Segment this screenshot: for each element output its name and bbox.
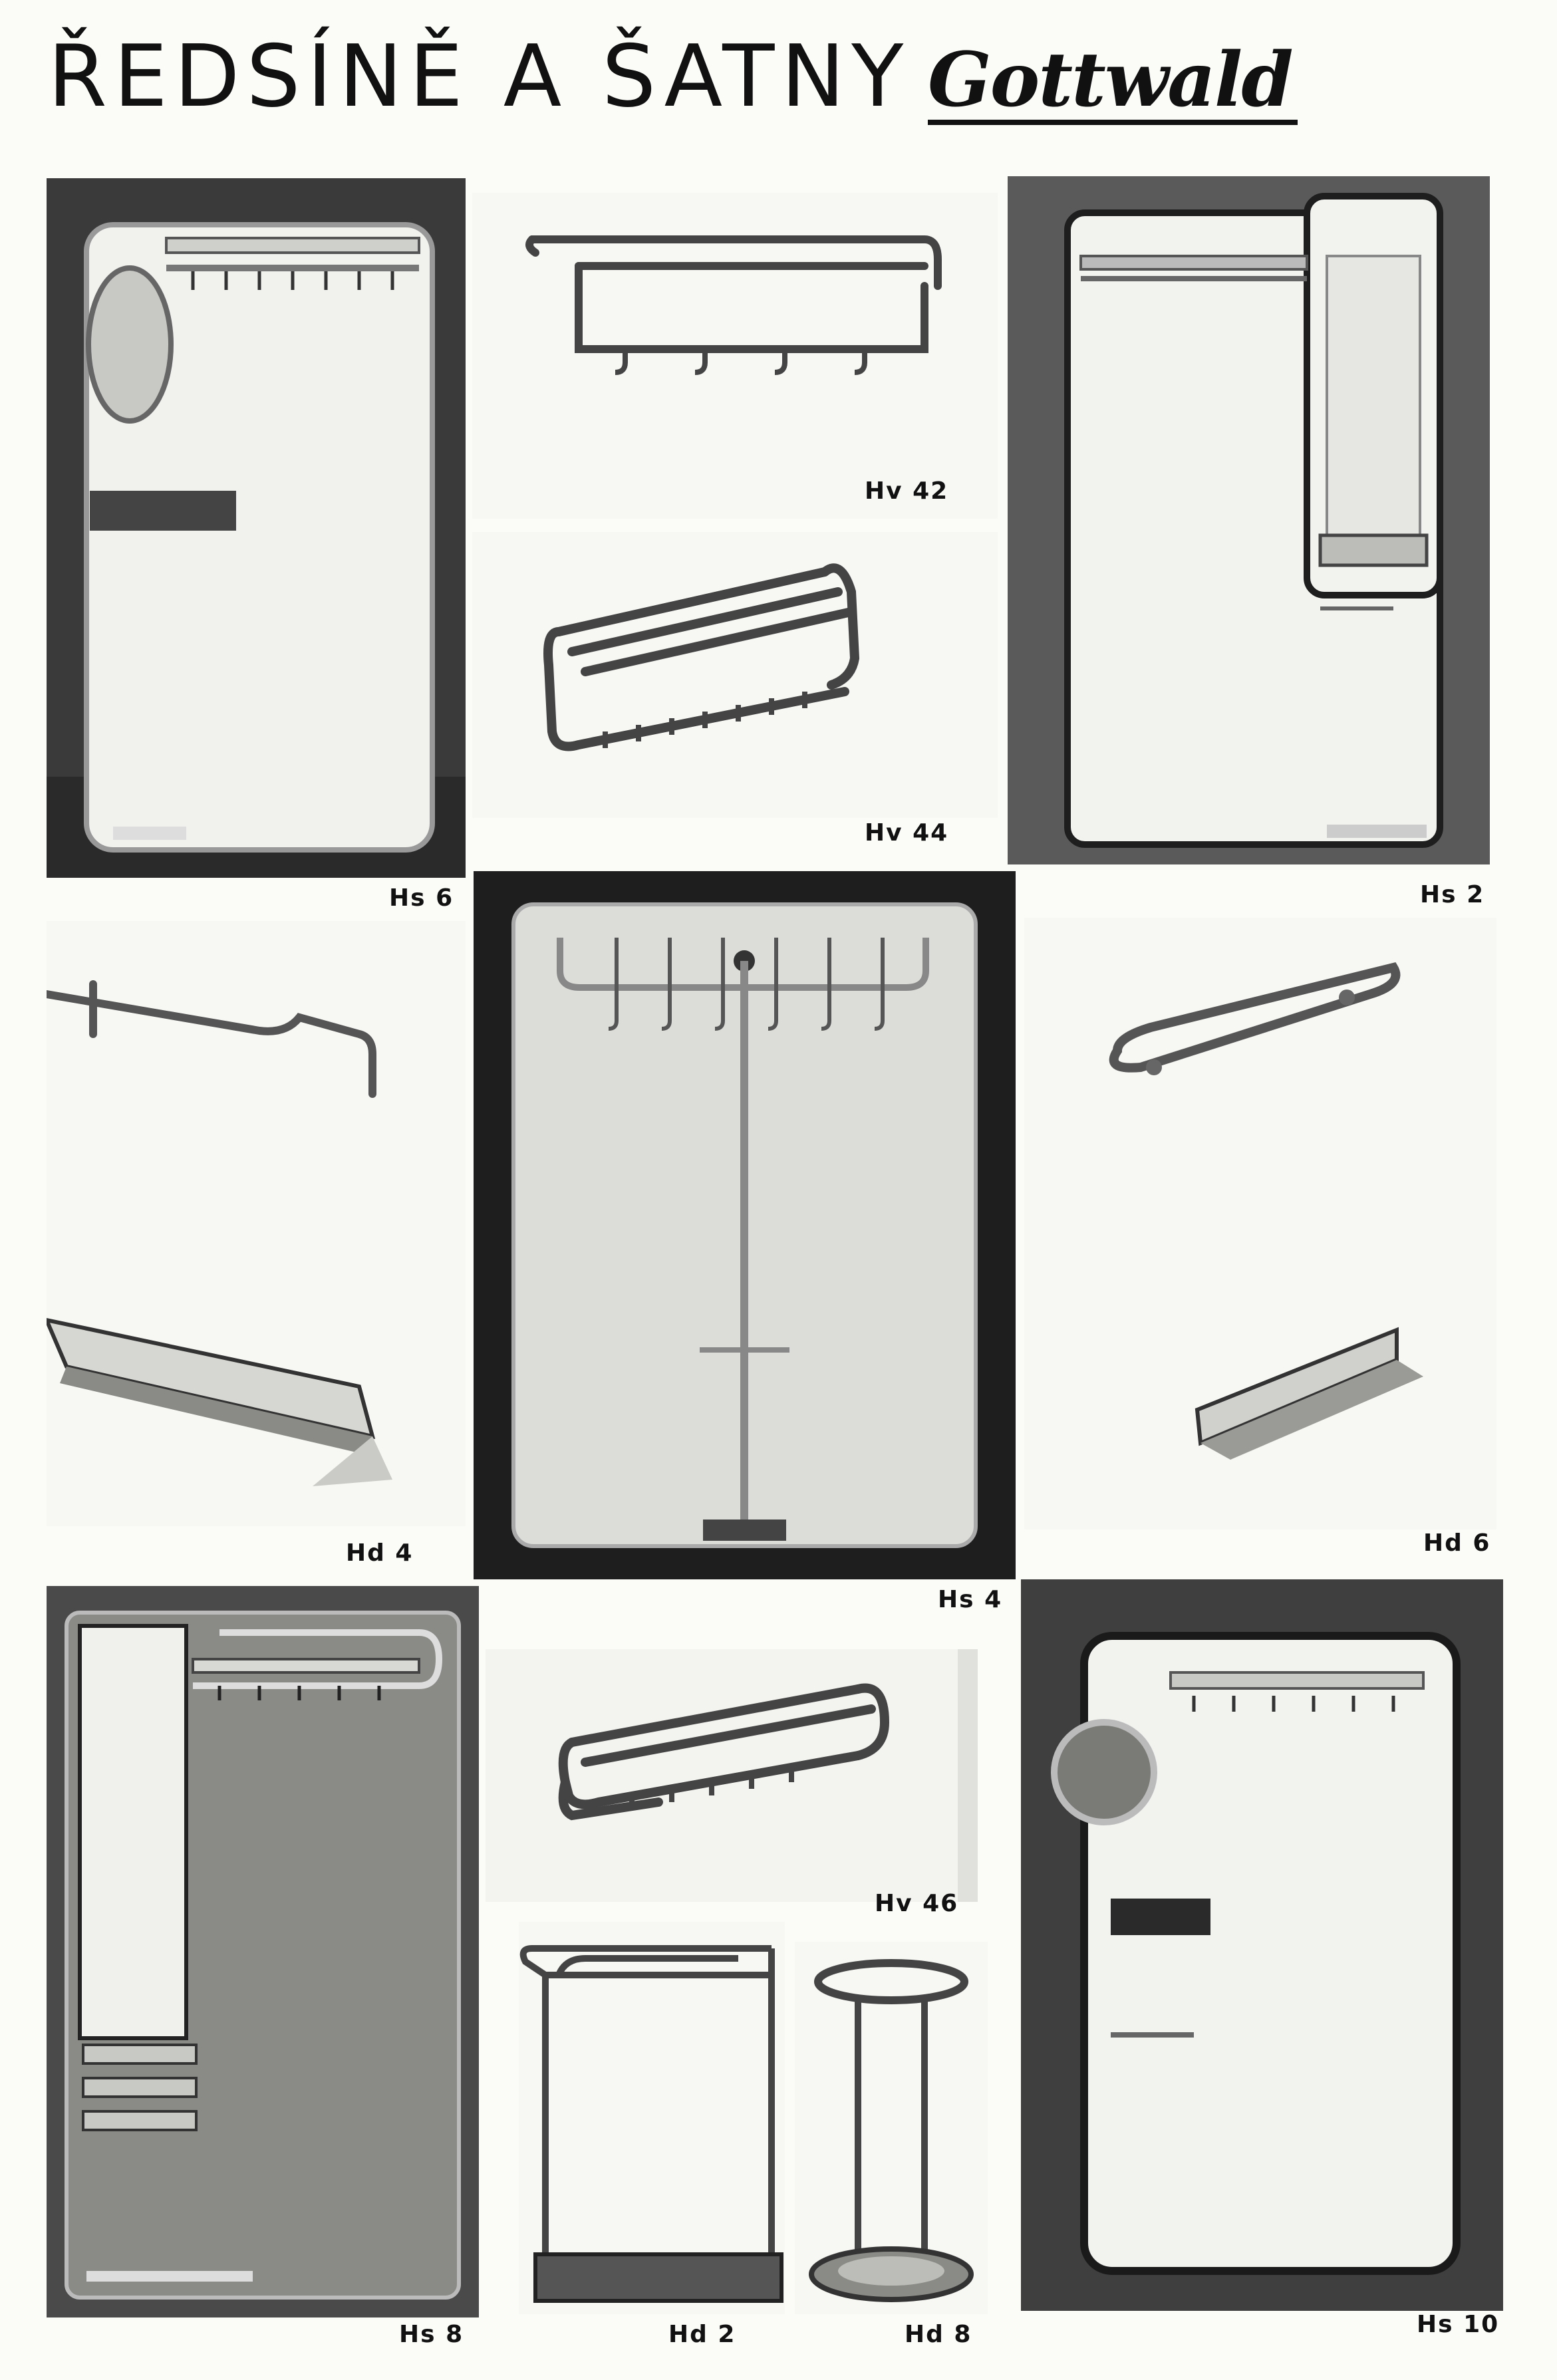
- label-hv44: Hv 44: [865, 819, 949, 847]
- brand-logo: Gottwald: [928, 41, 1298, 125]
- page-title: ŘEDSÍNĚ A ŠATNY: [48, 27, 911, 126]
- label-hs2: Hs 2: [1420, 881, 1485, 908]
- label-hs6: Hs 6: [389, 884, 454, 912]
- label-hs8: Hs 8: [399, 2321, 464, 2348]
- photo-hs4: [474, 871, 1016, 1579]
- photo-hv42: [472, 193, 998, 519]
- label-hv46: Hv 46: [875, 1890, 959, 1917]
- label-hd8: Hd 8: [905, 2321, 972, 2348]
- photo-hd6: [1024, 918, 1496, 1529]
- photo-hd8: [795, 1942, 988, 2314]
- photo-hs2: [1008, 176, 1490, 864]
- label-hd2: Hd 2: [668, 2321, 736, 2348]
- label-hd6: Hd 6: [1423, 1529, 1491, 1557]
- label-hd4: Hd 4: [346, 1539, 414, 1567]
- label-hv42: Hv 42: [865, 477, 949, 505]
- photo-hs6: [47, 178, 466, 878]
- photo-hd4: [47, 921, 466, 1526]
- photo-hv44: [472, 532, 998, 818]
- label-hs4: Hs 4: [938, 1586, 1003, 1613]
- photo-hs10: [1021, 1579, 1503, 2311]
- photo-hs8: [47, 1586, 479, 2317]
- label-hs10: Hs 10: [1417, 2311, 1500, 2338]
- photo-hv46: [486, 1649, 978, 1902]
- photo-hd2: [519, 1922, 785, 2314]
